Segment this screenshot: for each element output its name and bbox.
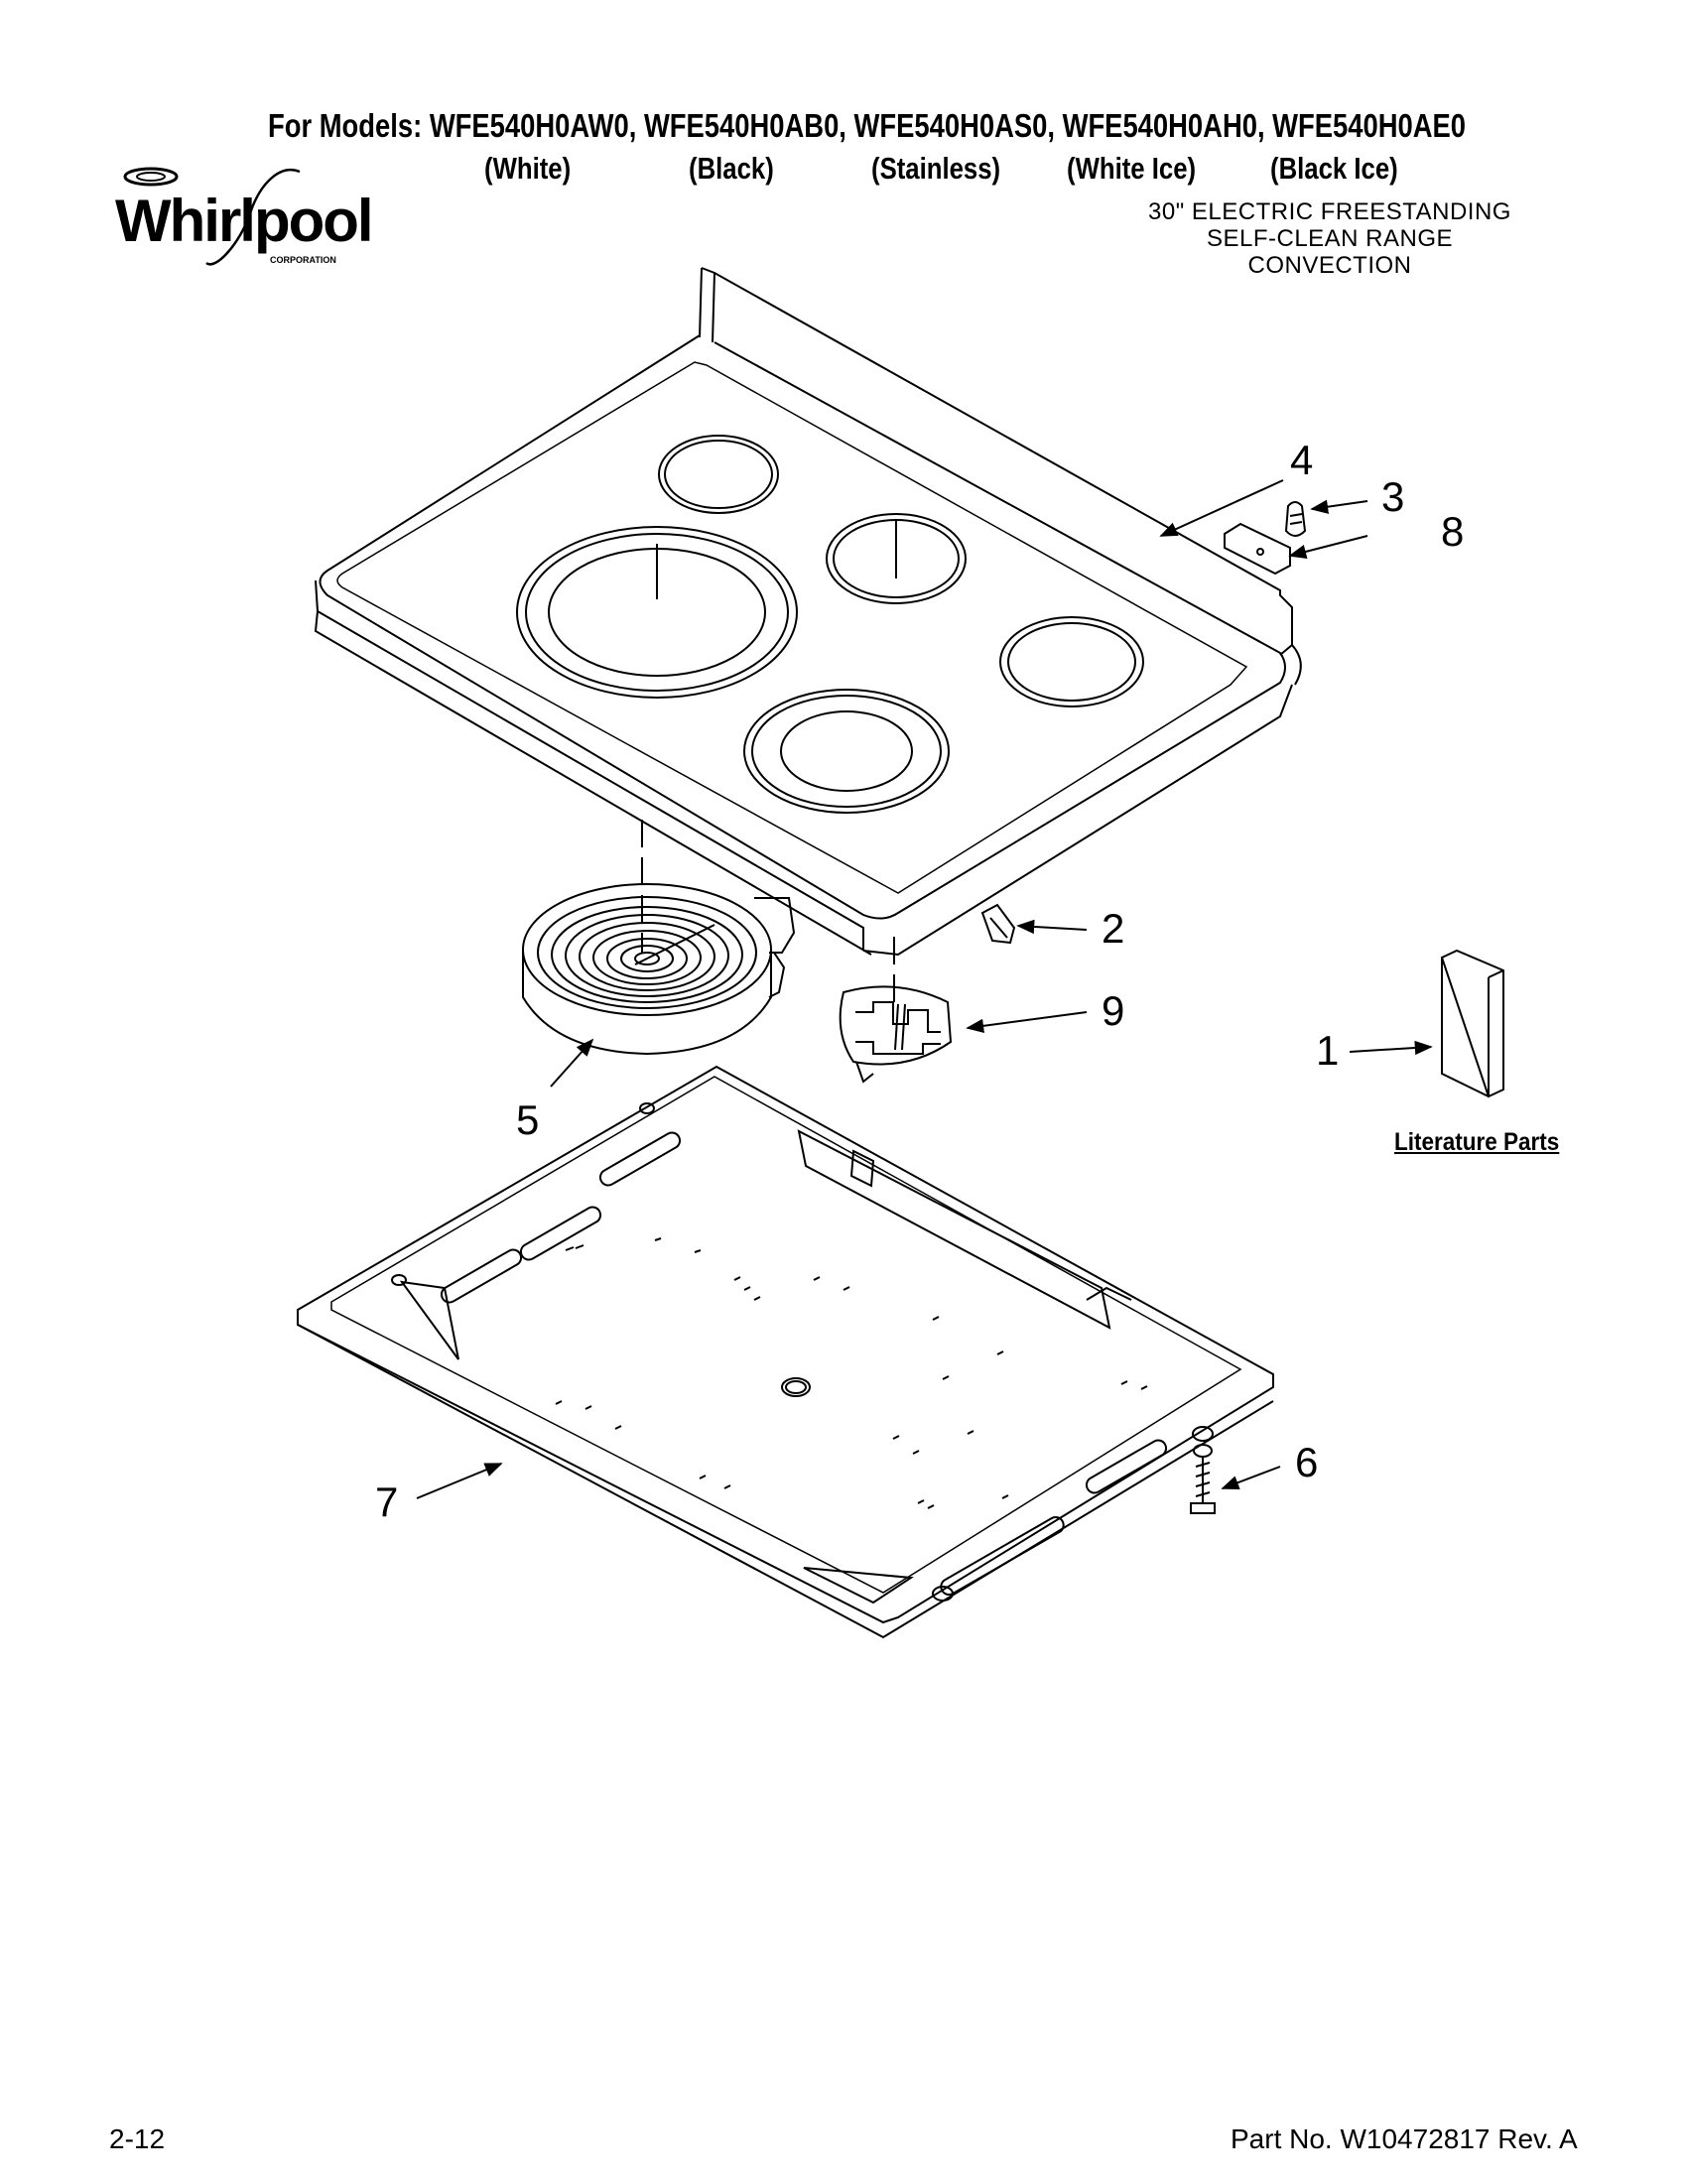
callout-7: 7 <box>375 1478 399 1525</box>
alignment-lines <box>642 820 894 1004</box>
callout-3: 3 <box>1381 473 1405 520</box>
callout-9: 9 <box>1102 987 1125 1034</box>
callout-5: 5 <box>516 1096 540 1143</box>
support-pan-part <box>298 1067 1273 1637</box>
part-number: Part No. W10472817 Rev. A <box>1231 2123 1578 2154</box>
bracket-part <box>841 986 951 1082</box>
callout-6: 6 <box>1295 1439 1319 1485</box>
color-label-stainless: (Stainless) <box>871 151 1001 186</box>
whirlpool-logo: Whirlpool CORPORATION <box>115 167 374 266</box>
color-label-black: (Black) <box>689 151 774 186</box>
color-label-white: (White) <box>484 151 572 186</box>
product-desc-line-3: CONVECTION <box>1247 252 1412 279</box>
product-desc-line-1: 30" ELECTRIC FREESTANDING <box>1148 198 1511 225</box>
cooktop-part <box>316 268 1301 955</box>
radiant-element-part <box>523 884 794 1054</box>
leader-arrows <box>417 480 1433 1498</box>
product-desc-line-2: SELF-CLEAN RANGE <box>1206 225 1454 252</box>
literature-parts-label: Literature Parts <box>1394 1128 1560 1156</box>
callout-2: 2 <box>1102 905 1125 952</box>
models-line: For Models: WFE540H0AW0, WFE540H0AB0, WF… <box>268 107 1467 144</box>
clip-part <box>982 905 1014 943</box>
color-label-white-ice: (White Ice) <box>1067 151 1197 186</box>
color-label-black-ice: (Black Ice) <box>1270 151 1398 186</box>
screw-part-6 <box>1191 1445 1215 1513</box>
logo-corporation: CORPORATION <box>270 255 336 265</box>
logo-wordmark: Whirlpool <box>115 188 372 254</box>
burner-elements <box>517 436 1143 813</box>
product-description: 30" ELECTRIC FREESTANDING SELF-CLEAN RAN… <box>1082 198 1578 279</box>
literature-part <box>1442 951 1503 1096</box>
screw-and-bracket-parts <box>1225 502 1305 574</box>
callout-8: 8 <box>1441 508 1465 555</box>
page-number: 2-12 <box>109 2123 166 2154</box>
callout-1: 1 <box>1316 1027 1340 1074</box>
callout-4: 4 <box>1290 437 1314 483</box>
